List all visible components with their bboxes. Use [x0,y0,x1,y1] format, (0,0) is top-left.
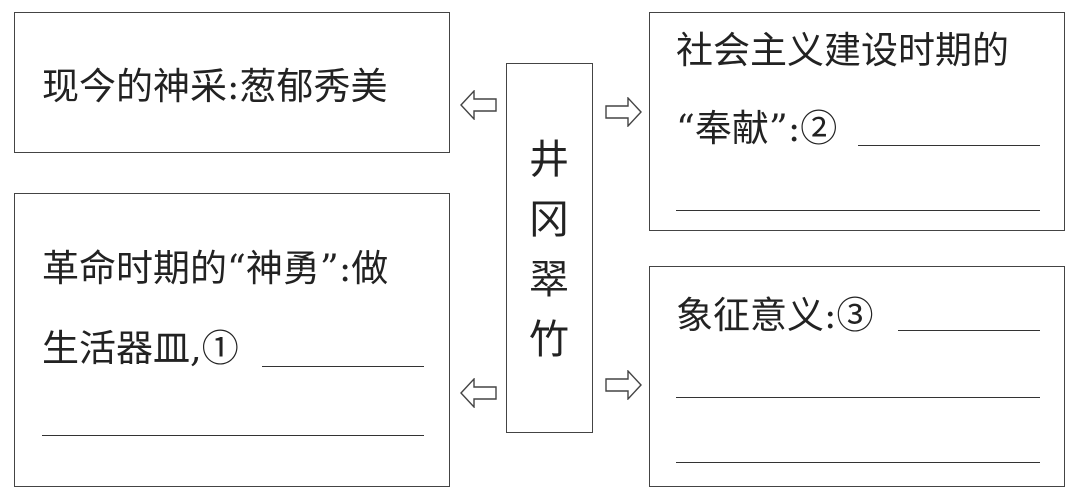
left-arrow-icon [460,378,497,408]
center-char: 井 [529,137,569,183]
bottom-left-line1: 革命时期的“神勇”:做 [42,247,389,290]
center-box [506,63,593,433]
answer-blank-3c[interactable] [676,462,1040,463]
top-right-line1: 社会主义建设时期的 [676,29,1009,72]
left-arrow-icon [460,90,497,120]
answer-blank-1b[interactable] [42,435,424,436]
center-char: 冈 [529,197,569,243]
bottom-left-box [14,193,450,487]
top-left-text: 现今的神采:葱郁秀美 [42,65,388,108]
answer-blank-2[interactable] [858,145,1040,146]
right-arrow-icon [605,370,642,400]
top-right-line2: “奉献”:② [676,107,838,150]
bottom-right-line1: 象征意义:③ [676,294,874,337]
top-right-box [649,12,1065,231]
right-arrow-icon [605,97,642,127]
answer-blank-3b[interactable] [676,397,1040,398]
top-left-box [14,12,450,153]
answer-blank-1[interactable] [262,366,424,367]
bottom-right-box [649,266,1065,487]
center-char: 竹 [529,317,569,363]
center-char: 翠 [529,257,569,303]
answer-blank-3[interactable] [898,330,1040,331]
bottom-left-line2: 生活器皿,① [42,327,239,370]
answer-blank-2b[interactable] [676,210,1040,211]
